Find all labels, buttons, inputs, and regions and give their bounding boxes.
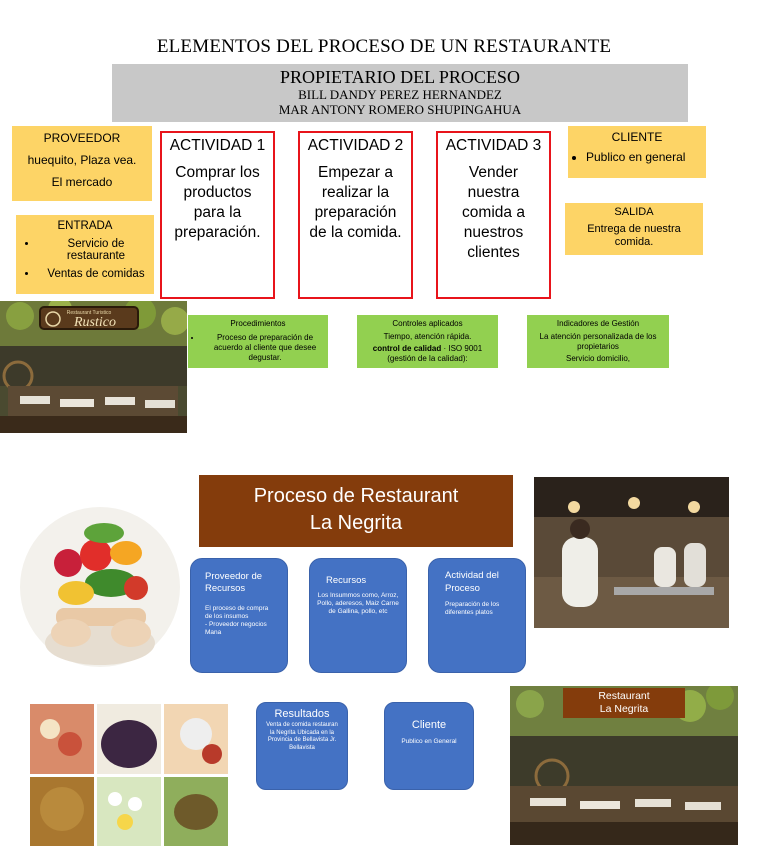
proveedor-heading: PROVEEDOR: [43, 131, 121, 145]
cliente-final-box: Cliente Publico en General: [384, 702, 474, 790]
owner-name-1: BILL DANDY PEREZ HERNANDEZ: [298, 87, 502, 102]
proveedor-recursos-heading: Proveedor de Recursos: [205, 571, 263, 594]
proveedor-recursos-box: Proveedor de Recursos El proceso de comp…: [190, 558, 288, 673]
la-negrita-photo-graphic: [510, 686, 738, 845]
bottom-title-line-2: La Negrita: [309, 512, 403, 534]
actividad-1-text: Comprar los productos para la preparació…: [174, 164, 261, 241]
procedimientos-heading: Procedimientos: [230, 319, 286, 328]
controles-line-3: (gestión de la calidad):: [387, 354, 468, 363]
kitchen-photo: [534, 477, 729, 628]
food-collage-graphic: [30, 704, 228, 846]
recursos-text: Los Insummos como, Arroz, Pollo, adereso…: [317, 592, 399, 615]
cliente-final-text: Publico en General: [401, 738, 457, 745]
resultados-box: Resultados Venta de comida restauran la …: [256, 702, 348, 790]
procedimientos-box: Procedimientos Proceso de preparación de…: [188, 315, 328, 368]
owner-heading: PROPIETARIO DEL PROCESO: [280, 67, 520, 87]
vegetables-photo: [16, 503, 184, 671]
cliente-heading: CLIENTE: [611, 130, 663, 144]
entrada-box: ENTRADA Servicio de restaurante Ventas d…: [16, 215, 154, 294]
page-title: ELEMENTOS DEL PROCESO DE UN RESTAURANTE: [156, 36, 612, 57]
owner-box: PROPIETARIO DEL PROCESO BILL DANDY PEREZ…: [112, 64, 688, 122]
actividad-proceso-text: Preparación de los diferentes platos: [445, 601, 500, 616]
actividad-3-text: Vender nuestra comida a nuestros cliente…: [462, 164, 525, 261]
la-negrita-photo: [510, 686, 738, 845]
food-collage-photo: [30, 704, 228, 846]
controles-heading: Controles aplicados: [392, 319, 463, 328]
proveedor-line-1: huequito, Plaza vea.: [27, 153, 137, 167]
controles-line-1: Tiempo, atención rápida.: [383, 332, 472, 341]
restaurant-photo: Restaurant Turistico Rustico: [0, 301, 187, 433]
proveedor-box: PROVEEDOR huequito, Plaza vea. El mercad…: [12, 126, 152, 201]
indicadores-heading: Indicadores de Gestión: [556, 319, 640, 328]
controles-line-2: control de calidad · ISO 9001: [357, 344, 498, 354]
actividad-1-title: ACTIVIDAD 1: [169, 137, 266, 154]
indicadores-line-1: La atención personalizada de los propiet…: [539, 332, 657, 351]
actividad-2-title: ACTIVIDAD 2: [307, 137, 404, 154]
entrada-item-1: Servicio de restaurante: [38, 238, 154, 262]
cliente-box: CLIENTE Publico en general: [568, 126, 706, 178]
resultados-heading: Resultados: [274, 708, 330, 720]
restaurant-label-line-2: La Negrita: [599, 703, 649, 715]
salida-box: SALIDA Entrega de nuestra comida.: [565, 203, 703, 255]
actividad-1-box: ACTIVIDAD 1 Comprar los productos para l…: [160, 131, 275, 299]
vegetables-photo-graphic: [20, 507, 180, 667]
salida-text: Entrega de nuestra comida.: [587, 223, 681, 248]
cliente-final-heading: Cliente: [411, 719, 447, 731]
restaurant-label: Restaurant La Negrita: [563, 688, 685, 718]
procedimientos-item-1: Proceso de preparación de acuerdo al cli…: [202, 333, 328, 363]
kitchen-photo-graphic: [534, 477, 729, 628]
cliente-item-1: Publico en general: [586, 150, 706, 164]
photo-sign-small: Restaurant Turistico: [67, 310, 112, 316]
actividad-2-text: Empezar a realizar la preparación de la …: [309, 164, 402, 241]
restaurant-label-line-1: Restaurant: [598, 690, 650, 702]
restaurant-photo-graphic: Restaurant Turistico Rustico: [0, 301, 187, 433]
controles-box: Controles aplicados Tiempo, atención ráp…: [357, 315, 498, 368]
actividad-2-box: ACTIVIDAD 2 Empezar a realizar la prepar…: [298, 131, 413, 299]
controles-quality-label: control de calidad: [372, 344, 442, 353]
owner-name-2: MAR ANTONY ROMERO SHUPINGAHUA: [278, 102, 522, 117]
recursos-box: Recursos Los Insummos como, Arroz, Pollo…: [309, 558, 407, 673]
bottom-title-line-1: Proceso de Restaurant: [253, 485, 459, 507]
resultados-text: Venta de comida restauran la Negrita Ubi…: [266, 722, 338, 751]
indicadores-line-2: Servicio domicilio,: [565, 354, 631, 363]
indicadores-box: Indicadores de Gestión La atención perso…: [527, 315, 669, 368]
controles-iso: · ISO 9001: [441, 344, 483, 353]
photo-sign-text: Rustico: [73, 315, 116, 330]
proveedor-recursos-text: El proceso de compra de los insumos - Pr…: [205, 605, 269, 636]
proveedor-line-2: El mercado: [51, 175, 113, 189]
actividad-3-box: ACTIVIDAD 3 Vender nuestra comida a nues…: [436, 131, 551, 299]
salida-heading: SALIDA: [614, 206, 654, 218]
entrada-heading: ENTRADA: [57, 220, 113, 232]
bottom-title-box: Proceso de Restaurant La Negrita: [199, 475, 513, 547]
actividad-proceso-box: Actividad del Proceso Preparación de los…: [428, 558, 526, 673]
actividad-3-title: ACTIVIDAD 3: [445, 137, 542, 154]
recursos-heading: Recursos: [326, 575, 367, 586]
entrada-item-2: Ventas de comidas: [38, 268, 154, 280]
actividad-proceso-heading: Actividad del Proceso: [445, 570, 499, 594]
